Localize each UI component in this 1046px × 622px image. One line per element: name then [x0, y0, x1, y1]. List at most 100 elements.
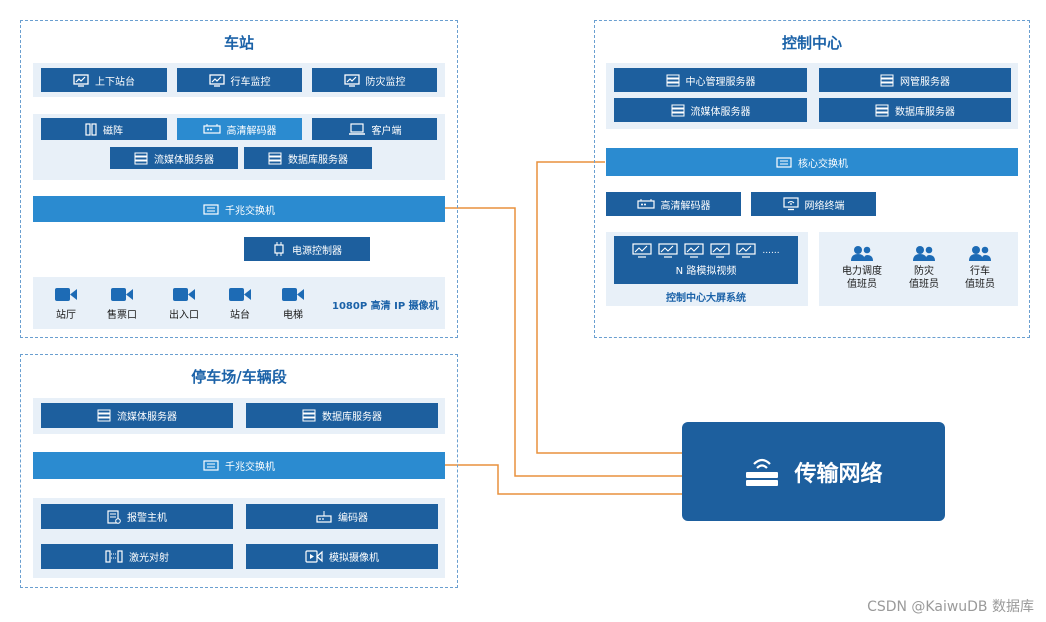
network-terminal-box: 网络终端: [751, 192, 876, 216]
center-mgmt-server-label: 中心管理服务器: [685, 76, 756, 88]
control-title: 控制中心: [781, 34, 842, 52]
camera-ticket: 售票口: [100, 287, 144, 321]
server-icon: [97, 409, 111, 422]
watermark: CSDN @KaiwuDB 数据库: [867, 599, 1034, 615]
control-db-server-box: 数据库服务器: [819, 98, 1011, 122]
control-hd-decoder-label: 高清解码器: [660, 200, 711, 212]
line-depot-to-network: [445, 464, 682, 495]
depot-media-server-box: 流媒体服务器: [41, 403, 233, 428]
laser-beam-label: 激光对射: [129, 553, 169, 564]
camera-platform-label: 站台: [230, 310, 250, 321]
camera-hall-label: 站厅: [56, 310, 76, 321]
server-icon: [268, 152, 282, 165]
staff-disaster-line2: 值班员: [909, 279, 939, 290]
laser-icon: [105, 550, 123, 563]
line-station-to-network: [445, 207, 682, 477]
server-icon: [875, 104, 889, 117]
control-media-server-box: 流媒体服务器: [614, 98, 807, 122]
server-icon: [880, 74, 894, 87]
camera-icon: [173, 288, 195, 301]
monitor-icon: [710, 243, 731, 258]
monitor-platform-label: 上下站台: [95, 76, 135, 88]
station-switch-label: 千兆交换机: [225, 205, 275, 217]
depot-title: 停车场/车辆段: [191, 368, 287, 386]
station-gigabit-switch: 千兆交换机: [33, 196, 445, 222]
laptop-icon: [348, 122, 366, 136]
staff-traffic-line1: 行车: [970, 266, 990, 277]
disk-array-label: 磁阵: [103, 125, 123, 137]
monitor-traffic-box: 行车监控: [177, 68, 302, 92]
staff-traffic: 行车 值班员: [950, 245, 1010, 291]
decoder-icon: [636, 198, 655, 210]
core-switch: 核心交换机: [606, 148, 1018, 176]
netmgmt-server-label: 网管服务器: [900, 76, 950, 88]
center-mgmt-server-box: 中心管理服务器: [614, 68, 807, 92]
staff-icon: [913, 246, 935, 261]
netmgmt-server-box: 网管服务器: [819, 68, 1011, 92]
monitor-icon: [658, 243, 679, 258]
station-db-server-box: 数据库服务器: [244, 147, 372, 169]
station-title: 车站: [223, 34, 254, 52]
video-wall-box: ...... N 路模拟视频: [614, 236, 798, 284]
camera-elevator-label: 电梯: [283, 310, 303, 321]
staff-power-line2: 值班员: [847, 279, 877, 290]
control-db-server-label: 数据库服务器: [895, 106, 955, 118]
monitor-icon: [736, 243, 757, 258]
camera-icon: [55, 288, 77, 301]
video-camera-icon: [305, 550, 323, 563]
camera-icon: [282, 288, 304, 301]
switch-icon: [776, 156, 792, 169]
chip-icon: [272, 242, 286, 256]
staff-power: 电力调度 值班员: [832, 245, 892, 291]
switch-icon: [203, 459, 219, 472]
alarm-host-box: 报警主机: [41, 504, 233, 529]
camera-elevator: 电梯: [271, 287, 315, 321]
station-db-server-label: 数据库服务器: [288, 154, 348, 166]
monitor-ellipsis: ......: [762, 245, 780, 256]
staff-traffic-line2: 值班员: [965, 279, 995, 290]
server-icon: [302, 409, 316, 422]
monitor-icon: [684, 243, 705, 258]
power-controller-label: 电源控制器: [292, 245, 342, 257]
disk-array-icon: [85, 122, 97, 136]
station-media-server-box: 流媒体服务器: [110, 147, 238, 169]
monitor-icon: [208, 73, 225, 87]
camera-band: [33, 277, 445, 329]
client-label: 客户端: [371, 125, 402, 137]
station-panel: 车站: [20, 20, 458, 338]
staff-band: [819, 232, 1018, 306]
control-media-server-label: 流媒体服务器: [690, 106, 751, 118]
monitor-icon: [73, 73, 89, 87]
line-control-to-network: [536, 161, 682, 454]
depot-gigabit-switch: 千兆交换机: [33, 452, 445, 479]
staff-disaster: 防灾 值班员: [894, 245, 954, 291]
transmission-network-label: 传输网络: [794, 461, 883, 487]
disk-array-box: 磁阵: [41, 118, 167, 140]
station-media-server-label: 流媒体服务器: [154, 154, 214, 166]
hd-decoder-label: 高清解码器: [226, 125, 277, 137]
staff-icon: [851, 246, 873, 261]
decoder-icon: [202, 123, 221, 135]
camera-icon: [111, 288, 133, 301]
camera-entrance: 出入口: [162, 287, 206, 321]
monitor-icon: [343, 73, 360, 87]
staff-icon: [969, 246, 991, 261]
power-controller-box: 电源控制器: [244, 237, 370, 261]
server-icon: [134, 152, 148, 165]
encoder-icon: [316, 510, 332, 523]
alarm-host-label: 报警主机: [127, 513, 167, 524]
hd-decoder-box: 高清解码器: [177, 118, 302, 140]
network-device-icon: [744, 456, 780, 488]
camera-platform: 站台: [218, 287, 262, 321]
switch-icon: [203, 203, 219, 216]
control-hd-decoder-box: 高清解码器: [606, 192, 741, 216]
camera-entrance-label: 出入口: [169, 310, 199, 321]
depot-db-server-label: 数据库服务器: [322, 412, 382, 423]
alarm-host-icon: [107, 509, 121, 524]
analog-camera-label: 模拟摄像机: [329, 553, 379, 564]
video-label: N 路模拟视频: [675, 266, 737, 277]
core-switch-label: 核心交换机: [798, 158, 848, 170]
staff-power-line1: 电力调度: [842, 266, 882, 277]
encoder-box: 编码器: [246, 504, 438, 529]
